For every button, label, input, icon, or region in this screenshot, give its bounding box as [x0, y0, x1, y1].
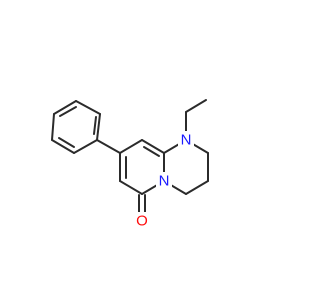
bond [73, 139, 98, 154]
bond [75, 100, 101, 115]
double-bond-line [59, 106, 77, 117]
atom-n2-label: N [159, 173, 170, 190]
atom-o-label: O [136, 213, 148, 230]
atom-o-bg [133, 212, 151, 230]
bond [185, 180, 209, 195]
bond [119, 139, 143, 154]
bond [51, 113, 55, 141]
double-bond-line [93, 116, 97, 135]
bond [141, 139, 165, 154]
atom-n1-bg [178, 131, 194, 149]
atom-n1-label: N [181, 132, 192, 149]
bond [96, 139, 121, 154]
bond [96, 113, 101, 141]
double-bond-line [143, 146, 160, 157]
phenyl-ring [51, 100, 101, 154]
atom-n2-bg [156, 172, 172, 190]
methyl-bond [185, 99, 207, 113]
double-bond-line [58, 137, 75, 148]
bond [53, 100, 77, 115]
atom-n1: N [178, 131, 194, 149]
bond [51, 139, 75, 154]
bond [119, 180, 143, 195]
atom-n2: N [156, 172, 172, 190]
structure-diagram: N N O [51, 99, 209, 230]
atom-o: O [133, 212, 151, 230]
